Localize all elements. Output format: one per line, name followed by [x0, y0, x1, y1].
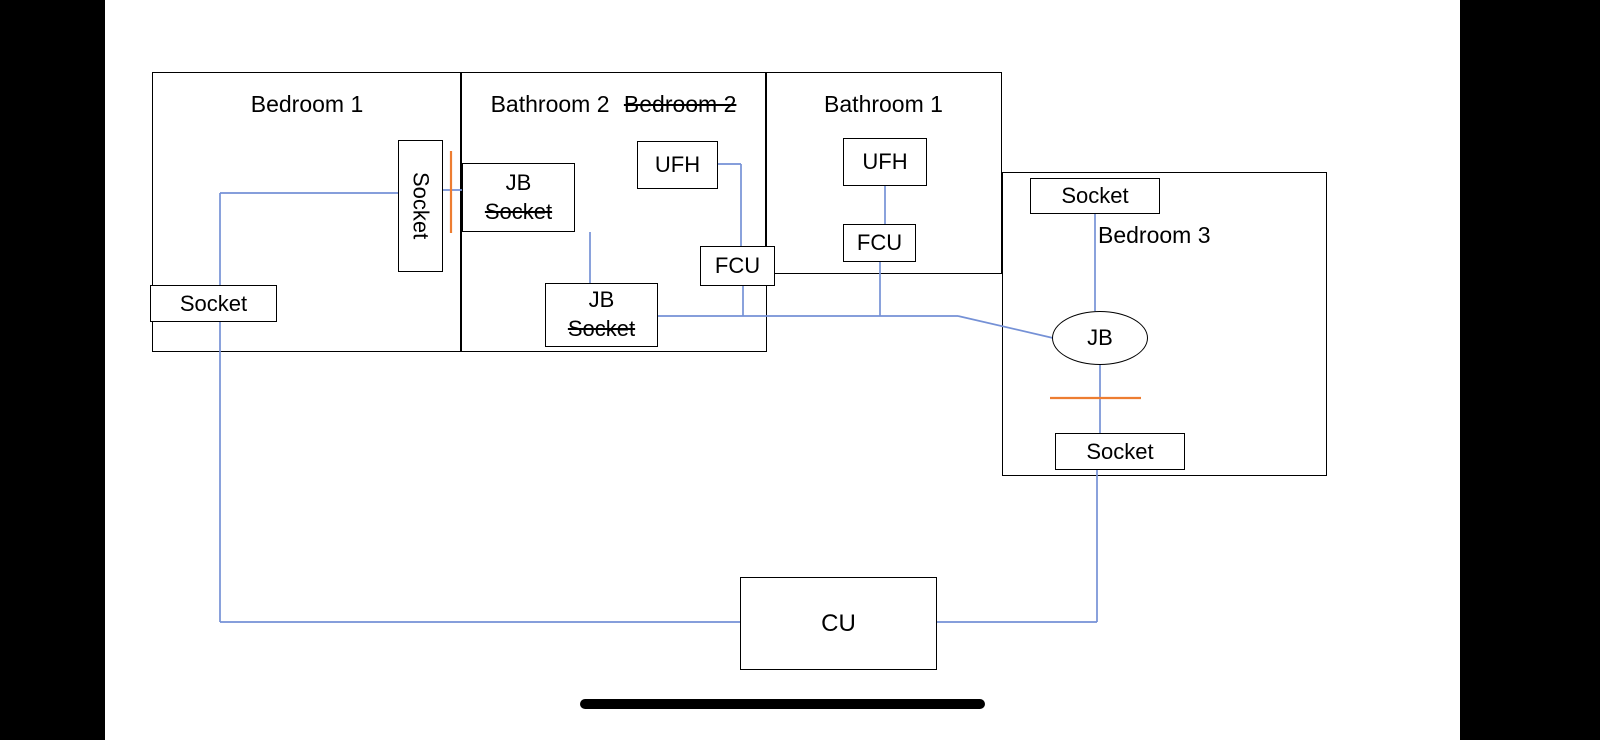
junction-box-1: JB Socket: [462, 163, 575, 232]
bottom-black-bar: [580, 699, 985, 709]
ufh-bathroom1-label: UFH: [862, 149, 908, 174]
fcu-bathroom1-label: FCU: [856, 230, 903, 255]
jb1-label: JB: [505, 169, 532, 195]
ufh-bathroom2-box: UFH: [637, 141, 718, 189]
room-bedroom-1: Bedroom 1: [152, 72, 462, 352]
junction-box-2: JB Socket: [545, 283, 658, 347]
consumer-unit-box: CU: [740, 577, 937, 670]
socket-bedroom3-top-box: Socket: [1030, 178, 1160, 214]
fcu-bathroom1-box: FCU: [843, 224, 916, 262]
jb-bedroom3-label: JB: [1087, 325, 1113, 350]
room-label-bathroom-1: Bathroom 1: [824, 91, 943, 117]
letterbox-right-bar: [1460, 0, 1600, 740]
socket-left-box: Socket: [150, 285, 277, 322]
room-bathroom-1: Bathroom 1: [765, 72, 1002, 274]
socket-bedroom3-bottom-box: Socket: [1055, 433, 1185, 470]
socket-bedroom3-bottom-label: Socket: [1086, 438, 1154, 464]
room-label-bathroom-2: Bathroom 2 Bedroom 2: [461, 91, 766, 118]
jb2-struck-label: Socket: [567, 316, 636, 341]
junction-box-bedroom3: JB: [1052, 311, 1148, 365]
room-label-bedroom-1: Bedroom 1: [250, 91, 364, 117]
room-bathroom-2: Bathroom 2 Bedroom 2: [460, 72, 767, 352]
room-label-bedroom-2-struck: Bedroom 2: [623, 91, 737, 117]
room-label-bedroom-3: Bedroom 3: [1098, 222, 1211, 248]
socket-bedroom3-top-label: Socket: [1061, 183, 1129, 208]
jb1-struck-label: Socket: [484, 198, 553, 224]
jb2-label: JB: [588, 287, 615, 313]
ufh-bathroom1-box: UFH: [843, 138, 927, 186]
socket-partition-box: Socket: [398, 140, 443, 272]
letterbox-left-bar: [0, 0, 105, 740]
socket-left-label: Socket: [179, 290, 248, 316]
fcu-shared-label: FCU: [714, 253, 761, 278]
consumer-unit-label: CU: [821, 609, 856, 637]
room-label-bathroom-2-text: Bathroom 2: [490, 91, 610, 117]
ufh-bathroom2-label: UFH: [654, 152, 701, 177]
socket-partition-label: Socket: [408, 172, 434, 240]
fcu-shared-box: FCU: [700, 246, 775, 286]
room-bedroom-3: [1002, 172, 1327, 476]
